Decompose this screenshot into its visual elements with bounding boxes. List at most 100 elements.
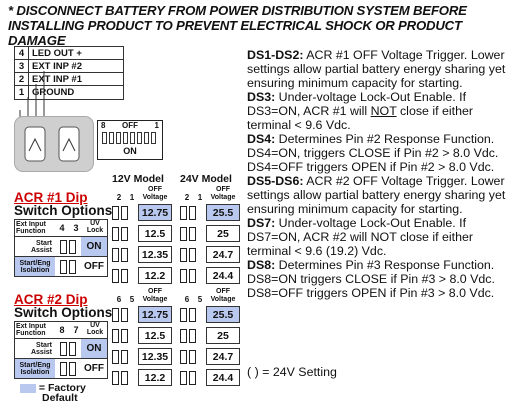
acr1-switch-pair <box>112 205 138 220</box>
acr1-switch-pair <box>180 268 206 283</box>
acr2-switch-pair <box>112 328 138 343</box>
terminal-number: 1 <box>15 86 29 99</box>
acr2-col-b: 5 <box>197 295 203 304</box>
acr2-12v-value: 12.35 <box>138 348 172 365</box>
acr1-switch-pair <box>180 226 206 241</box>
desc-ds4-key: DS4: <box>247 132 276 146</box>
desc-ds8-text: Determines Pin #3 Response Function. DS8… <box>247 258 495 300</box>
acr1-24v-value: 25 <box>206 225 240 242</box>
dip-switches <box>98 130 162 146</box>
acr2-switch-pair <box>112 370 138 385</box>
acr2-off-voltage-label: OFF Voltage <box>142 288 168 303</box>
warning-banner: * DISCONNECT BATTERY FROM POWER DISTRIBU… <box>8 3 467 48</box>
desc-ds56-key: DS5-DS6: <box>247 174 304 188</box>
acr1-col-a: 2 <box>184 193 190 202</box>
acr2-24v-value: 25 <box>206 327 240 344</box>
dip-label-8: 8 <box>101 121 106 130</box>
dip-label-off: OFF <box>122 121 138 130</box>
terminal-label: GROUND <box>32 87 75 98</box>
acr1-title-line1: ACR #1 Dip <box>14 190 88 205</box>
desc-ds3-text-a: Under-voltage Lock-Out Enable. If DS3=ON… <box>247 90 467 118</box>
acr1-switch-on <box>55 239 81 254</box>
terminal-label: EXT INP #1 <box>32 73 82 85</box>
acr1-switch-pair <box>112 268 138 283</box>
acr1-off: OFF <box>84 261 104 272</box>
acr2-24v-value: 25.5 <box>206 306 240 323</box>
acr2-12v-value: 12.2 <box>138 369 172 386</box>
acr1-switch-pair <box>112 226 138 241</box>
acr2-12v-value: 12.75 <box>138 306 172 323</box>
acr2-col-a: 6 <box>184 295 190 304</box>
acr1-off-voltage-label: OFF Voltage <box>142 186 168 201</box>
terminal-label: EXT INP #2 <box>32 60 82 72</box>
acr1-title: ACR #1 Dip Switch Options <box>14 190 113 218</box>
acr1-12v-value: 12.5 <box>138 225 172 242</box>
acr2-on: ON <box>81 339 107 358</box>
legend-swatch <box>20 383 36 393</box>
acr1-12v-value: 12.35 <box>138 246 172 263</box>
legend-line2: Default <box>42 392 78 404</box>
factory-default-legend: = Factory Default <box>20 383 86 403</box>
acr1-col-b: 1 <box>197 193 203 202</box>
acr1-24v-table: 2 1 OFF Voltage 25.5 25 24.7 24.4 <box>180 186 240 284</box>
acr2-switch-pair <box>180 349 206 364</box>
acr1-uv-label: UV Lock <box>86 220 104 234</box>
desc-ds7-text: Under-voltage Lock-Out Enable. If DS7=ON… <box>247 216 473 258</box>
dip-switch-block: 8 OFF 1 ON <box>97 120 163 160</box>
desc-ds12-key: DS1-DS2: <box>247 48 304 62</box>
acr1-24v-value: 24.4 <box>206 267 240 284</box>
acr2-switch-on <box>55 341 81 356</box>
acr2-switch-pair <box>180 328 206 343</box>
dip-label-on: ON <box>123 146 137 156</box>
acr2-title-line1: ACR #2 Dip <box>14 292 88 307</box>
acr2-off-voltage-label: OFF Voltage <box>210 288 236 303</box>
dip-descriptions: DS1-DS2: ACR #1 OFF Voltage Trigger. Low… <box>247 48 513 300</box>
acr2-12v-table: 6 5 OFF Voltage 12.75 12.5 12.35 12.2 <box>112 288 172 386</box>
acr2-24v-value: 24.7 <box>206 348 240 365</box>
acr2-uv-label: UV Lock <box>86 322 104 336</box>
footnote-24v: ( ) = 24V Setting <box>247 365 337 379</box>
acr1-col-d: 3 <box>73 223 79 233</box>
acr1-start-assist: Start Assist <box>30 239 52 254</box>
desc-ds3-text-b: close if either terminal < 9.6 Vdc. <box>247 104 473 132</box>
acr2-12v-value: 12.5 <box>138 327 172 344</box>
relay-device-icon <box>14 116 94 172</box>
acr2-24v-value: 24.4 <box>206 369 240 386</box>
acr2-start-assist: Start Assist <box>30 341 52 356</box>
acr1-col-c: 4 <box>59 223 65 233</box>
acr1-24v-value: 25.5 <box>206 204 240 221</box>
relay-symbol-icon <box>24 126 80 162</box>
acr1-12v-value: 12.75 <box>138 204 172 221</box>
acr2-col-d: 7 <box>73 325 79 335</box>
acr1-12v-value: 12.2 <box>138 267 172 284</box>
acr2-switch-off <box>55 361 81 376</box>
acr1-start-eng: Start/Eng Isolation <box>15 257 55 276</box>
acr2-24v-table: 6 5 OFF Voltage 25.5 25 24.7 24.4 <box>180 288 240 386</box>
desc-ds3: DS3: Under-voltage Lock-Out Enable. If D… <box>247 90 513 132</box>
acr2-switch-pair <box>112 307 138 322</box>
acr2-col-a: 6 <box>116 295 122 304</box>
terminal-label: LED OUT + <box>32 47 82 59</box>
acr1-table: Ext Input Function 4 3 UV Lock Start Ass… <box>14 219 108 277</box>
desc-ds4: DS4: Determines Pin #2 Response Function… <box>247 132 513 174</box>
desc-ds3-not: NOT <box>370 104 397 118</box>
acr1-col-b: 1 <box>129 193 135 202</box>
acr2-switch-pair <box>180 307 206 322</box>
desc-ds3-key: DS3: <box>247 90 276 104</box>
acr2-title-line2: Switch Options <box>14 305 113 320</box>
acr2-col-c: 8 <box>59 325 65 335</box>
desc-ds56: DS5-DS6: ACR #2 OFF Voltage Trigger. Low… <box>247 174 513 216</box>
terminal-number: 4 <box>15 47 29 59</box>
desc-ds8: DS8: Determines Pin #3 Response Function… <box>247 258 513 300</box>
acr1-title-line2: Switch Options <box>14 203 113 218</box>
acr2-ext-label: Ext Input Function <box>16 323 46 337</box>
acr1-col-a: 2 <box>116 193 122 202</box>
acr2-col-b: 5 <box>129 295 135 304</box>
acr1-switch-pair <box>180 247 206 262</box>
legend-line1: = Factory <box>38 382 86 394</box>
